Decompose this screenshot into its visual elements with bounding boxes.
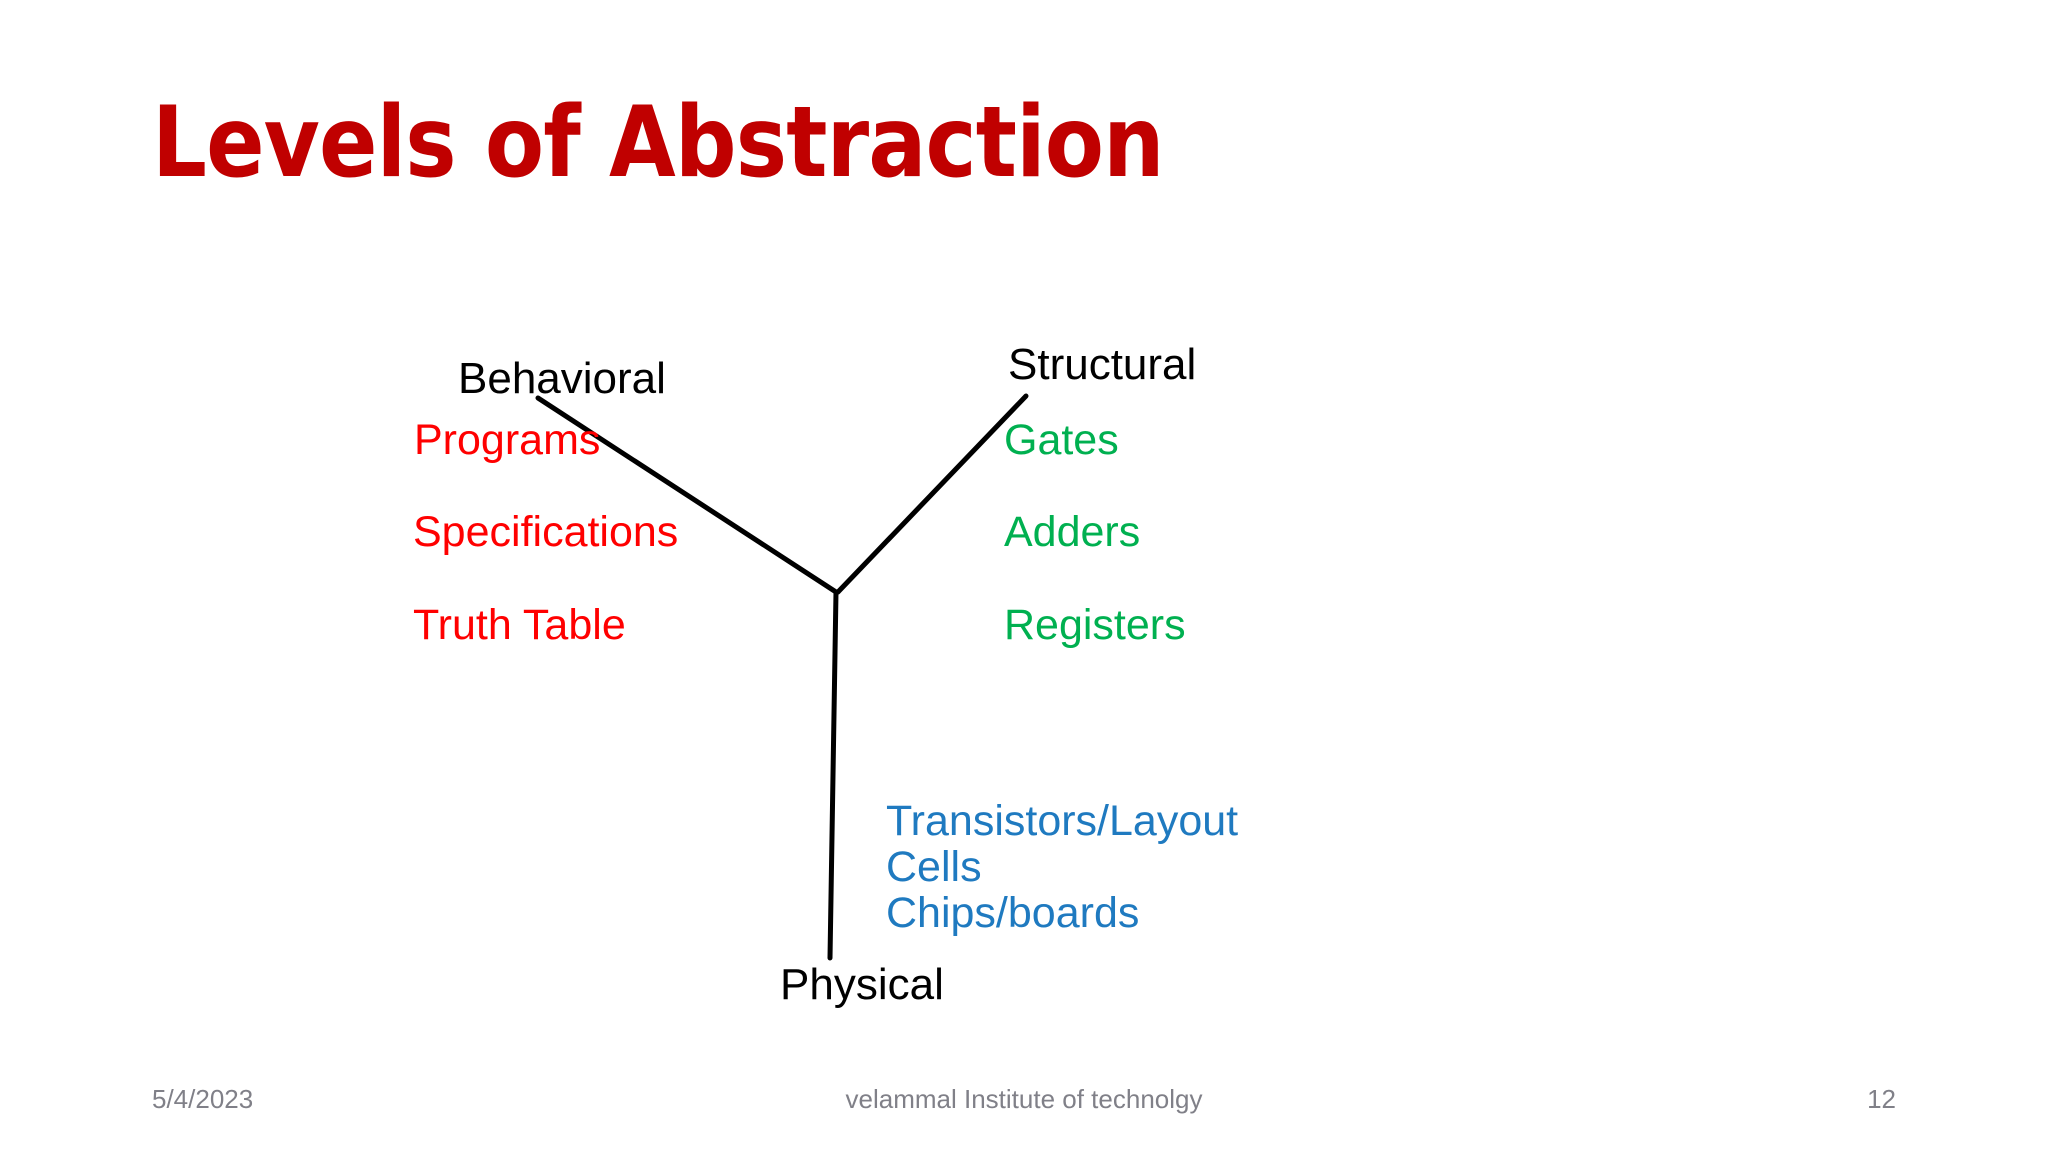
behavioral-item-truth-table: Truth Table <box>413 601 626 649</box>
structural-axis-line <box>835 393 1029 595</box>
physical-item-cells: Cells <box>886 843 982 891</box>
physical-item-transistors-layout: Transistors/Layout <box>886 797 1239 845</box>
structural-item-adders: Adders <box>1004 508 1141 556</box>
axis-label-structural: Structural <box>1008 340 1197 389</box>
slide-footer: 5/4/2023 velammal Institute of technolgy… <box>0 1066 2048 1152</box>
behavioral-item-programs: Programs <box>414 416 601 464</box>
behavioral-item-specifications: Specifications <box>413 508 679 556</box>
footer-page-number: 12 <box>1867 1084 1896 1114</box>
physical-item-chips-boards: Chips/boards <box>886 889 1140 937</box>
footer-organization: velammal Institute of technolgy <box>845 1084 1203 1114</box>
physical-axis-line <box>827 589 839 961</box>
physical-item-group: Transistors/Layout Cells Chips/boards <box>886 798 1238 936</box>
behavioral-axis-line <box>535 395 839 595</box>
axis-label-physical: Physical <box>780 960 944 1009</box>
structural-item-gates: Gates <box>1004 416 1119 464</box>
structural-item-registers: Registers <box>1004 601 1186 649</box>
axis-label-behavioral: Behavioral <box>458 354 666 403</box>
page-title: Levels of Abstraction <box>152 86 1165 200</box>
footer-date: 5/4/2023 <box>152 1084 254 1114</box>
